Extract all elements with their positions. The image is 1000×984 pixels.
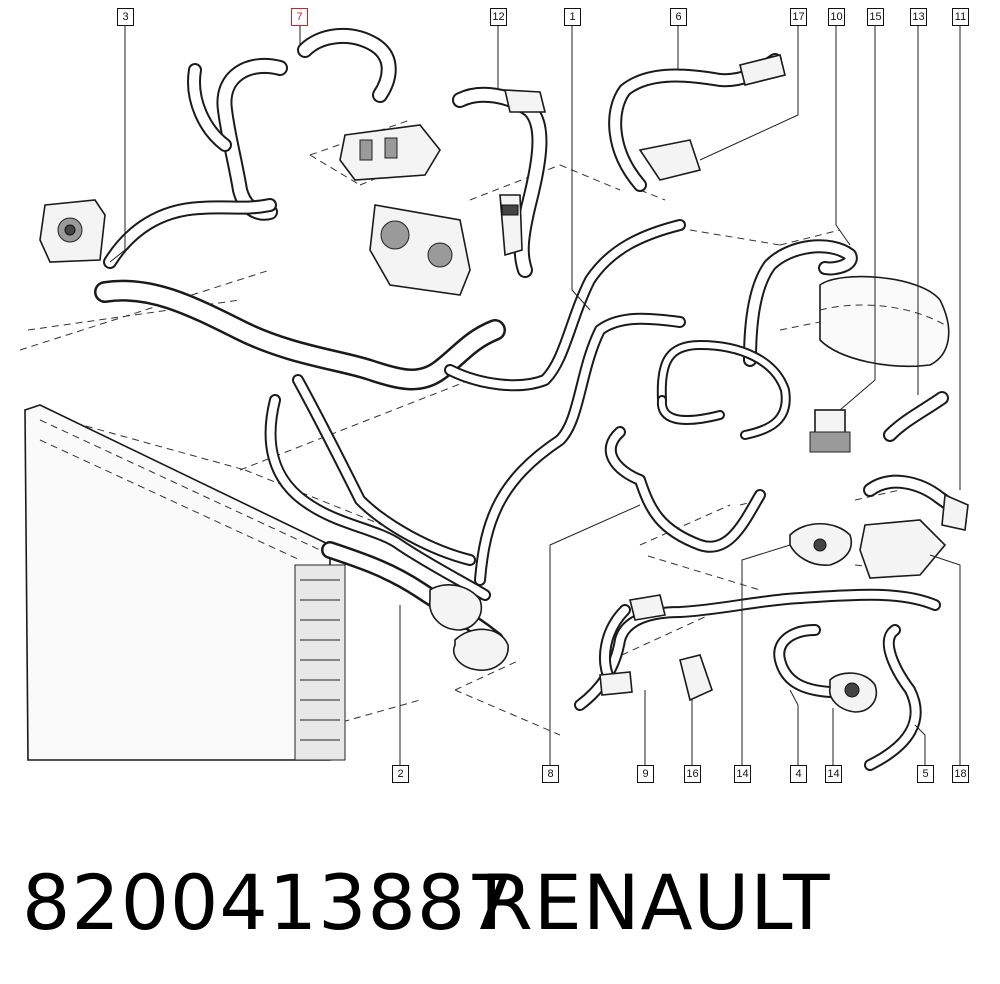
callout-8[interactable]: 8 — [542, 765, 559, 783]
radiator — [24, 404, 346, 761]
hose-assembly-diagram — [19, 25, 969, 771]
callout-12[interactable]: 12 — [490, 8, 507, 26]
callout-4[interactable]: 4 — [790, 765, 807, 783]
callout-10[interactable]: 10 — [828, 8, 845, 26]
brand-name: RENAULT — [480, 858, 831, 947]
hoses — [94, 27, 967, 771]
callout-9[interactable]: 9 — [637, 765, 654, 783]
callout-11[interactable]: 11 — [952, 8, 969, 26]
callout-3[interactable]: 3 — [117, 8, 134, 26]
part-number: 8200413887 — [22, 858, 516, 947]
callout-7-selected[interactable]: 7 — [291, 8, 308, 26]
components — [39, 54, 969, 713]
callout-2[interactable]: 2 — [392, 765, 409, 783]
callout-15[interactable]: 15 — [867, 8, 884, 26]
callout-6[interactable]: 6 — [670, 8, 687, 26]
callout-5[interactable]: 5 — [917, 765, 934, 783]
callout-1[interactable]: 1 — [564, 8, 581, 26]
leader-lines — [109, 25, 961, 765]
callout-14-center[interactable]: 14 — [734, 765, 751, 783]
callout-13[interactable]: 13 — [910, 8, 927, 26]
callout-14-lower[interactable]: 14 — [825, 765, 842, 783]
callout-18[interactable]: 18 — [952, 765, 969, 783]
callout-16[interactable]: 16 — [684, 765, 701, 783]
callout-17[interactable]: 17 — [790, 8, 807, 26]
